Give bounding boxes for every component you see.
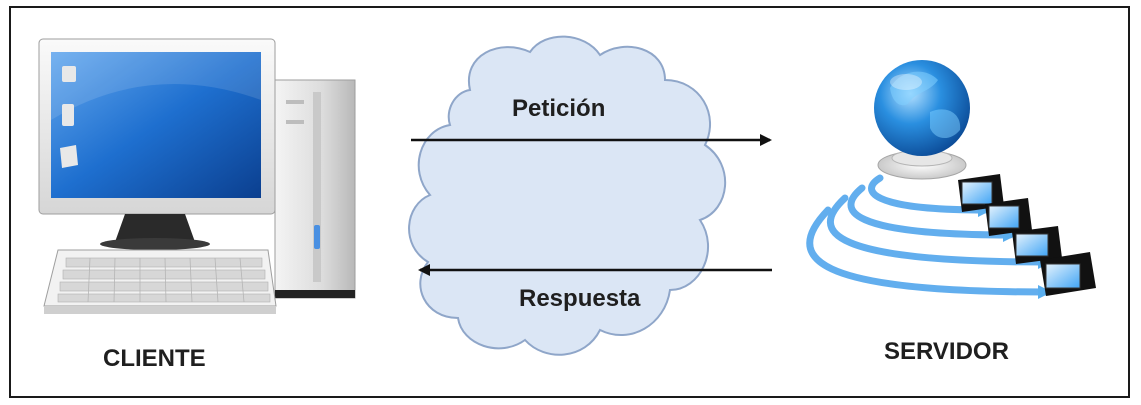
server-label: SERVIDOR [884,338,1009,365]
request-label: Petición [512,95,606,122]
client-terminal-icon [985,198,1032,236]
client-terminals [958,174,1096,296]
client-terminal-icon [1012,226,1062,264]
keyboard [43,249,277,314]
desktop-computer-icon [38,38,356,314]
monitor-screen [51,52,261,198]
document-icon [60,145,78,168]
server-globe-icon [806,60,1052,299]
signal-waves [806,174,1052,299]
monitor [38,38,276,250]
desktop-file-icon [62,66,76,82]
cloud-icon [408,35,727,356]
computer-tower [274,79,356,299]
client-terminal-icon [958,174,1004,212]
client-label: CLIENTE [103,345,206,372]
response-label: Respuesta [519,285,641,312]
client-terminal-icon [1040,252,1096,296]
trash-icon [62,104,74,126]
